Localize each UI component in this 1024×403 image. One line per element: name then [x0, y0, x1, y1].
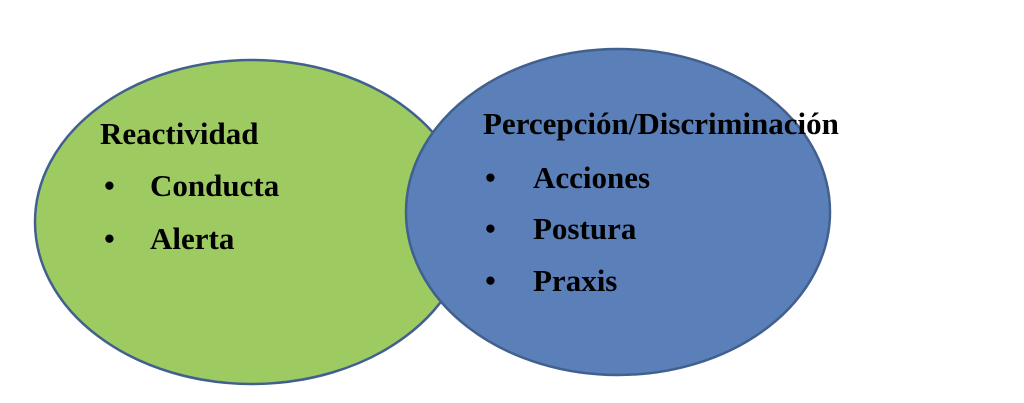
bullet: • — [485, 263, 496, 298]
bullet: • — [485, 211, 496, 246]
left-item: Conducta — [150, 168, 280, 203]
right-item: Acciones — [533, 160, 651, 195]
right-item: Postura — [533, 211, 637, 246]
right-item: Praxis — [533, 263, 618, 298]
left-item: Alerta — [150, 221, 235, 256]
green-ellipse — [33, 58, 471, 386]
bullet: • — [104, 221, 115, 256]
blue-ellipse — [404, 47, 832, 377]
bullet: • — [485, 160, 496, 195]
left-title: Reactividad — [100, 116, 259, 151]
bullet: • — [104, 168, 115, 203]
right-title: Percepción/Discriminación — [483, 106, 839, 141]
